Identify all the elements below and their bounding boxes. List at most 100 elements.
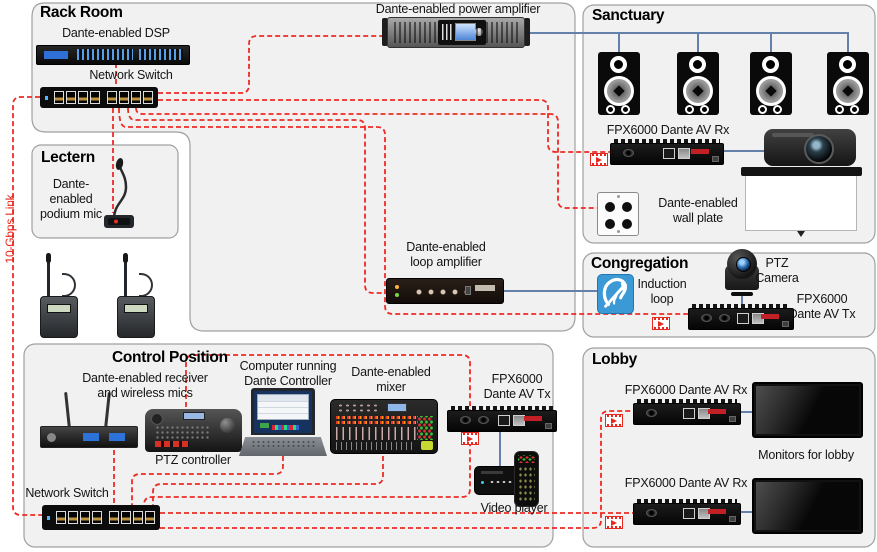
loop-amp-badge xyxy=(475,285,495,291)
video-stream-icon xyxy=(590,153,608,166)
dante-link-mixer-to-switch2 xyxy=(152,456,384,505)
dante-link-switch-to-sanctuary-rx xyxy=(158,99,611,153)
hdmi-port xyxy=(646,409,657,417)
ethernet-port xyxy=(80,511,90,524)
lobby-title: Lobby xyxy=(592,351,637,368)
ptz-controller-label: PTZ controller xyxy=(155,453,231,467)
ethernet-port xyxy=(121,511,131,524)
rj45-port xyxy=(682,408,695,419)
ethernet-port xyxy=(143,91,153,104)
mixer-label: Dante-enabled mixer xyxy=(351,365,431,394)
ethernet-port xyxy=(131,91,141,104)
projector-ridge xyxy=(772,133,814,137)
dante-link-switch-to-power-amp xyxy=(158,35,387,94)
dante-link-laptop-to-switch2 xyxy=(131,456,284,505)
controller-screen xyxy=(183,412,205,420)
sfp-port xyxy=(512,415,525,426)
power-amp-device xyxy=(382,17,530,48)
mixer-screen xyxy=(387,403,407,412)
loop-amp-led xyxy=(395,285,399,289)
speaker xyxy=(827,52,869,115)
ten-gbps-link-label: 10-Gbps Link xyxy=(3,194,17,264)
remote-control xyxy=(514,451,539,507)
power-switch xyxy=(545,423,552,429)
switch-led xyxy=(45,95,48,100)
ethernet-port xyxy=(107,91,117,104)
rack-switch-label: Network Switch xyxy=(89,68,173,82)
hdmi-port xyxy=(478,416,489,424)
ethernet-port xyxy=(145,511,155,524)
control-switch-label: Network Switch xyxy=(25,486,109,500)
antenna-tip xyxy=(45,253,51,263)
camera-base xyxy=(731,292,753,296)
mixer-faders xyxy=(336,427,416,440)
ethernet-port xyxy=(56,511,66,524)
tweeter xyxy=(610,56,627,73)
joystick xyxy=(220,418,235,433)
rack-ear xyxy=(524,18,530,46)
tweeter xyxy=(839,56,856,73)
antenna-tip xyxy=(122,253,128,263)
mixer-knobs xyxy=(337,403,381,413)
heatsink-fins xyxy=(637,399,737,404)
fpx-chassis xyxy=(447,410,557,432)
controller-dial xyxy=(151,413,163,425)
monitors-label: Monitors for lobby xyxy=(758,448,854,462)
receiver-body xyxy=(40,426,138,448)
power-amp-body xyxy=(387,17,525,48)
control-position-title: Control Position xyxy=(112,349,228,366)
remote-top-buttons xyxy=(518,455,535,463)
laptop-device xyxy=(239,388,327,456)
ethernet-port xyxy=(92,511,102,524)
lectern-title: Lectern xyxy=(41,149,95,166)
fpx6000-rx-lobby-1 xyxy=(633,399,741,425)
video-stream-icon xyxy=(461,432,479,445)
switch-led xyxy=(47,515,50,520)
congregation-tx-label: FPX6000 Dante AV Tx xyxy=(788,292,856,321)
dante-controller-window xyxy=(257,394,309,420)
bodypack-screen xyxy=(124,304,148,313)
play-icon xyxy=(467,435,473,442)
lobby-monitor-1 xyxy=(752,382,863,438)
fpx-chassis xyxy=(633,403,741,425)
player-logo xyxy=(481,471,503,474)
ptz-camera-label: PTZ Camera xyxy=(755,256,799,285)
zone-rack-room-backbone xyxy=(31,2,576,332)
projection-screen-case xyxy=(741,167,862,176)
induction-loop-icon xyxy=(597,274,634,314)
player-led xyxy=(481,481,484,484)
receiver-label: Dante-enabled receiver and wireless mics xyxy=(82,371,208,400)
dsp-eq-bars xyxy=(77,49,133,60)
induction-loop-label: Induction loop xyxy=(637,277,687,306)
woofer xyxy=(604,76,634,106)
camera-lens xyxy=(736,257,751,272)
power-amp-label: Dante-enabled power amplifier xyxy=(375,2,541,16)
podium-mic-label: Dante- enabled podium mic xyxy=(40,177,102,221)
lav-cable xyxy=(62,273,76,297)
sanctuary-rx-label: FPX6000 Dante AV Rx xyxy=(606,123,730,137)
play-icon xyxy=(596,156,602,163)
taskbar-pixels xyxy=(272,425,299,430)
hdmi-port xyxy=(460,416,471,424)
laptop-screen xyxy=(251,388,315,435)
player-buttons xyxy=(489,480,523,484)
dsp-eq-bars xyxy=(139,49,183,60)
ethernet-port xyxy=(133,511,143,524)
heatsink-fins xyxy=(637,499,737,504)
play-icon xyxy=(611,519,617,526)
wall-plate-device xyxy=(597,192,639,236)
laptop-keyboard xyxy=(239,437,327,456)
sfp-port xyxy=(677,148,690,159)
podium-mic-device xyxy=(104,157,136,229)
power-switch xyxy=(712,156,719,162)
gooseneck-mic-icon xyxy=(104,158,134,228)
mixer-leds xyxy=(336,416,416,419)
sanctuary-title: Sanctuary xyxy=(592,7,665,24)
ethernet-port xyxy=(119,91,129,104)
fpx-chassis xyxy=(633,503,741,525)
mixer-pad xyxy=(421,441,433,450)
ethernet-port xyxy=(66,91,76,104)
wireless-receiver-device xyxy=(40,391,138,448)
